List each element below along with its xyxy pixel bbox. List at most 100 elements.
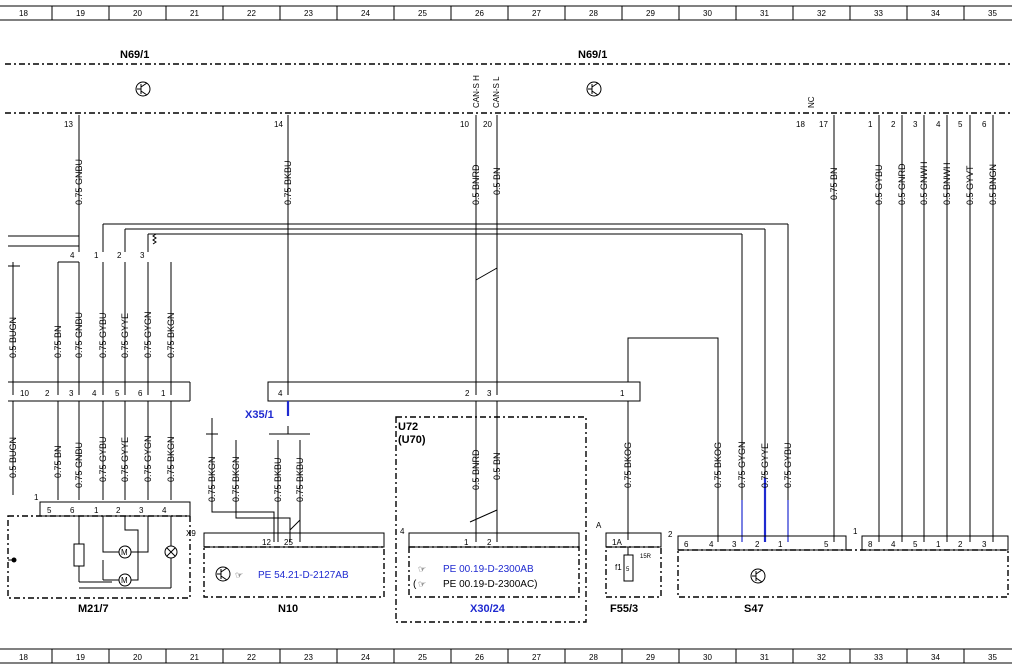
grid-column-label: 21 [190,9,199,18]
wire-label: 0.75 BKBU [273,457,283,502]
reference-icon: ☞ [418,579,426,589]
can-h-label: CAN-S H [472,75,481,108]
x35-label: X35/1 [245,409,274,421]
wire-label: 0.5 BN [492,452,502,480]
wire-label: 0.75 GNBU [74,442,84,488]
wire-label: 0.75 BKGN [166,436,176,482]
motor-label: M [121,548,128,557]
wire-label: 0.5 GNRD [897,163,907,205]
wire-label: 0.75 GYYE [120,313,130,358]
lower-wires [12,401,789,542]
right-connector-number: 1 [853,527,858,536]
pin-3: 3 [140,251,145,260]
wire-label: 0.5 BNRD [471,449,481,490]
ecu-symbol-icon [586,81,602,97]
upper-wire-labels: 0.75 GNBU 0.75 BKBU 0.5 BNRD 0.5 BN 0.75… [74,159,998,205]
pin-3: 3 [732,540,737,549]
connector-row-left: 10 2 3 4 5 6 1 [8,381,191,402]
grid-column-label: 24 [361,653,370,662]
wire-label: 0.5 GYBU [874,164,884,205]
pin-18: 18 [796,120,805,129]
n10-reference-link[interactable]: PE 54.21-D-2127AB [258,570,349,581]
grid-column-label: 30 [703,9,712,18]
wire-label: 0.75 BKGN [231,456,241,502]
pin-1: 1 [94,506,99,515]
x9-label: X9 [186,529,196,538]
wire-label: 0.75 BKBU [295,457,305,502]
pin-6: 6 [982,120,987,129]
wire-label: 0.75 BKBU [283,160,293,205]
f55-1a-label: 1A [612,538,622,547]
upper-wires [78,115,994,542]
mid-connector: 4 1 2 3 [70,233,157,260]
pin-25: 25 [284,538,293,547]
grid-header [0,5,1012,21]
grid-column-label: 34 [931,653,940,662]
pin-6: 6 [684,540,689,549]
pin-14: 14 [274,120,283,129]
pin-2: 2 [116,506,121,515]
wire-label: 0.75 BKOG [713,442,723,488]
pin-3: 3 [487,389,492,398]
bus-wires [8,223,789,542]
wire-label: 0.5 BUGN [8,437,18,478]
wire-label: 0.5 BNWH [942,162,952,205]
wire-label: 0.5 BNRD [471,164,481,205]
pin-5: 5 [824,540,829,549]
pin-5: 5 [913,540,918,549]
pin-2: 2 [958,540,963,549]
pin-1: 1 [936,540,941,549]
reference-icon: ☞ [418,564,426,574]
pin-2: 2 [755,540,760,549]
grid-column-label: 21 [190,653,199,662]
module-label-n69-right: N69/1 [578,49,607,61]
lower-wire-labels: 0.5 BUGN 0.75 BN 0.75 GNBU 0.75 GYBU 0.7… [8,435,793,502]
pin-4: 4 [70,251,75,260]
mid-wire-labels: 0.5 BUGN 0.75 BN 0.75 GNBU 0.75 GYBU 0.7… [8,311,176,358]
ecu-symbol-icon [135,81,151,97]
grid-column-label: 28 [589,9,598,18]
x30-label: X30/24 [470,603,506,615]
pin-3: 3 [982,540,987,549]
grid-column-label: 18 [19,9,28,18]
pin-2: 2 [487,538,492,547]
connector-x35: 4 2 3 1 [267,381,641,402]
grid-column-label: 27 [532,9,541,18]
grid-column-label: 29 [646,9,655,18]
wire-label: 0.75 GYYE [120,437,130,482]
wire-label: 0.75 BKGN [207,456,217,502]
component-s47: 2 6 4 3 2 1 5 S47 [668,530,1009,615]
wire-label: 0.5 GNWH [919,161,929,205]
grid-column-label: 26 [475,9,484,18]
grid-column-label: 19 [76,653,85,662]
grid-column-label: 23 [304,653,313,662]
n10-label: N10 [278,603,298,615]
wire-label: 0.75 BN [53,325,63,358]
grid-column-label: 31 [760,653,769,662]
wire-label: 0.75 BKOG [623,442,633,488]
pin-1: 1 [778,540,783,549]
ecu-symbol-icon [215,566,231,582]
wire-label: 0.5 BUGN [8,317,18,358]
grid-column-label: 23 [304,9,313,18]
connector-right: 1 8 4 5 1 2 3 [853,527,1009,551]
x30-reference-link[interactable]: PE 00.19-D-2300AB [443,564,534,575]
wire-label: 0.75 BN [829,167,839,200]
pin-3: 3 [913,120,918,129]
fuse-f1-label: f1 [615,563,622,572]
grid-column-label: 29 [646,653,655,662]
pin-4: 4 [709,540,714,549]
pin-4: 4 [278,389,283,398]
ecu-symbol-icon [750,568,766,584]
can-l-label: CAN-S L [492,76,501,108]
connection-dot-icon [11,557,17,563]
wire-label: 0.75 GYGN [143,435,153,482]
pin-17: 17 [819,120,828,129]
grid-column-label: 20 [133,653,142,662]
x30-reference-alt[interactable]: PE 00.19-D-2300AC) [443,579,538,590]
grid-column-labels: 1818191920202121222223232424252526262727… [19,6,997,663]
wire-label: 0.75 GNBU [74,312,84,358]
wire-label: 0.75 GYBU [783,442,793,488]
pin-13: 13 [64,120,73,129]
wire-label: 0.5 BNGN [988,164,998,205]
